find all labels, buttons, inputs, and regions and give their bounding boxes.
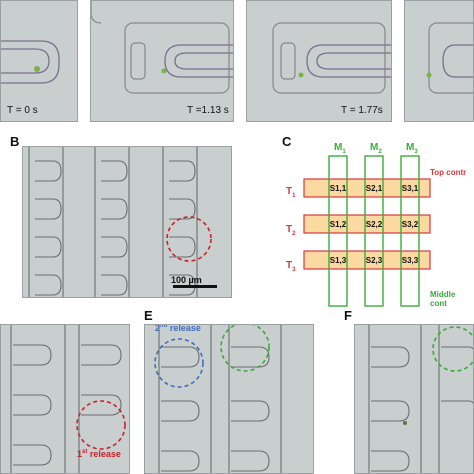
middle-line-2 <box>364 155 384 307</box>
release-label: 2nd release <box>155 324 201 333</box>
microchannel-array <box>10 325 126 473</box>
microchannel-image <box>426 22 473 94</box>
middle-contact-label: Middle cont <box>430 290 456 308</box>
panel-f-image <box>354 324 474 474</box>
time-label: T = 0 s <box>7 105 38 116</box>
scale-bar <box>173 285 217 288</box>
release-circle-green <box>220 325 270 372</box>
panel-e-image: 2nd release <box>144 324 314 474</box>
site-label: S1,2 <box>330 220 347 229</box>
address-grid: S1,1 S2,1 S3,1S1,2 S2,2 S3,2S1,3 S2,3 S3,3 <box>303 155 431 307</box>
middle-line-3 <box>400 155 420 307</box>
panel-a-frame-4 <box>404 0 474 122</box>
scale-bar-label: 100 µm <box>171 275 202 285</box>
release-label: 1st release <box>77 449 121 459</box>
panel-d-image: 1st release <box>0 324 130 474</box>
panel-letter-c: C <box>282 134 292 149</box>
release-circle <box>76 400 126 450</box>
time-label: T = 1.77s <box>341 105 383 116</box>
site-label: S3,3 <box>402 256 419 265</box>
panel-a-frame-3: T = 1.77s <box>246 0 392 122</box>
panel-b-image: 100 µm <box>22 146 232 298</box>
t-label-3: T3 <box>286 260 296 273</box>
site-label: S2,2 <box>366 220 383 229</box>
site-label: S1,1 <box>330 184 347 193</box>
microchannel-image <box>1 40 60 84</box>
panel-a-frame-1: T = 0 s <box>0 0 78 122</box>
microchannel-array <box>368 325 473 473</box>
microchannel-image <box>91 1 233 94</box>
top-line-1 <box>303 178 431 198</box>
release-circle-blue <box>154 338 204 388</box>
t-label-2: T2 <box>286 224 296 237</box>
site-label: S2,3 <box>366 256 383 265</box>
panel-letter-b: B <box>10 134 20 149</box>
microchannel-array <box>154 325 282 473</box>
site-label: S3,2 <box>402 220 419 229</box>
time-label: T =1.13 s <box>187 105 229 116</box>
microchannel-array <box>28 147 217 297</box>
middle-line-1 <box>328 155 348 307</box>
top-line-3 <box>303 250 431 270</box>
microchannel-image <box>272 22 391 94</box>
top-line-2 <box>303 214 431 234</box>
site-label: S3,1 <box>402 184 419 193</box>
t-label-1: T1 <box>286 186 296 199</box>
top-contact-label: Top contr <box>430 168 467 177</box>
m-label-2: M2 <box>370 142 382 155</box>
m-label-1: M1 <box>334 142 346 155</box>
site-label: S1,3 <box>330 256 347 265</box>
panel-letter-f: F <box>344 308 352 323</box>
site-label: S2,1 <box>366 184 383 193</box>
panel-a-frame-2: T =1.13 s <box>90 0 234 122</box>
highlight-circle <box>166 216 212 262</box>
panel-letter-e: E <box>144 308 153 323</box>
m-label-3: M3 <box>406 142 418 155</box>
